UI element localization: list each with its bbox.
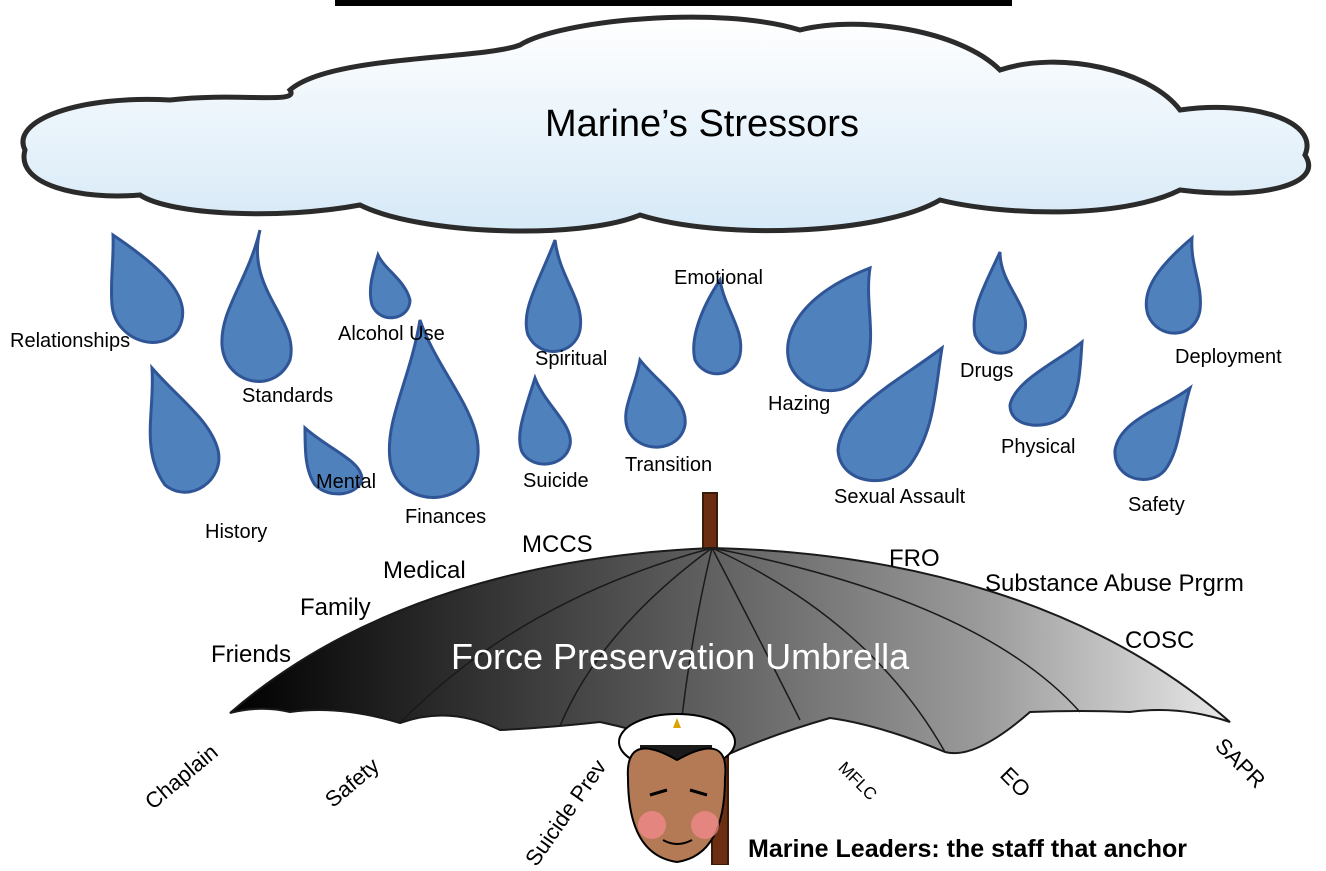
raindrop bbox=[109, 232, 185, 344]
raindrop bbox=[518, 373, 572, 466]
umbrella-canopy bbox=[229, 546, 1231, 760]
marine-leader-icon bbox=[618, 713, 736, 864]
stressor-label: Alcohol Use bbox=[338, 323, 445, 345]
raindrop bbox=[786, 265, 873, 393]
stressors-cloud bbox=[20, 14, 1312, 234]
top-rule bbox=[335, 0, 1012, 6]
stressor-label: Drugs bbox=[960, 360, 1014, 382]
raindrop bbox=[1008, 338, 1084, 427]
raindrop bbox=[368, 250, 412, 320]
raindrop bbox=[836, 344, 945, 482]
cloud-title: Marine’s Stressors bbox=[545, 103, 859, 145]
raindrop bbox=[148, 363, 221, 494]
footer-caption: Marine Leaders: the staff that anchor bbox=[748, 835, 1187, 863]
stressor-label: Spiritual bbox=[535, 348, 608, 370]
stressor-label: Sexual Assault bbox=[834, 486, 966, 508]
stressor-label: Suicide bbox=[523, 470, 589, 492]
stressor-label: Safety bbox=[1128, 494, 1185, 516]
raindrop bbox=[524, 239, 583, 353]
stressor-label: Hazing bbox=[768, 393, 831, 415]
raindrop bbox=[220, 229, 293, 383]
stressor-label: Relationships bbox=[10, 330, 131, 352]
support-label: Substance Abuse Prgrm bbox=[985, 570, 1244, 597]
support-label: FRO bbox=[889, 545, 940, 572]
stressor-label: Physical bbox=[1001, 436, 1076, 458]
support-label: Friends bbox=[211, 641, 292, 668]
raindrop bbox=[692, 276, 743, 376]
stressor-label: Standards bbox=[242, 385, 334, 407]
support-label: MCCS bbox=[522, 531, 593, 558]
support-label: Family bbox=[300, 594, 371, 621]
stressor-label: Transition bbox=[625, 454, 713, 476]
raindrop bbox=[624, 356, 687, 449]
umbrella-ribs bbox=[399, 547, 1081, 753]
stressor-label: History bbox=[205, 521, 268, 543]
support-label: COSC bbox=[1125, 627, 1195, 654]
stressor-label: Emotional bbox=[674, 267, 763, 289]
stressor-label: Mental bbox=[316, 471, 377, 493]
raindrop bbox=[1113, 384, 1193, 481]
raindrop bbox=[303, 424, 364, 496]
umbrella-tip bbox=[702, 492, 718, 557]
umbrella-title: Force Preservation Umbrella bbox=[451, 636, 910, 677]
raindrop bbox=[972, 251, 1028, 355]
raindrops bbox=[109, 229, 1202, 499]
stressor-label: Finances bbox=[405, 506, 487, 528]
stressor-label: Deployment bbox=[1175, 346, 1282, 368]
support-label: Medical bbox=[383, 557, 466, 584]
raindrop bbox=[1144, 234, 1202, 335]
raindrop bbox=[387, 319, 480, 499]
